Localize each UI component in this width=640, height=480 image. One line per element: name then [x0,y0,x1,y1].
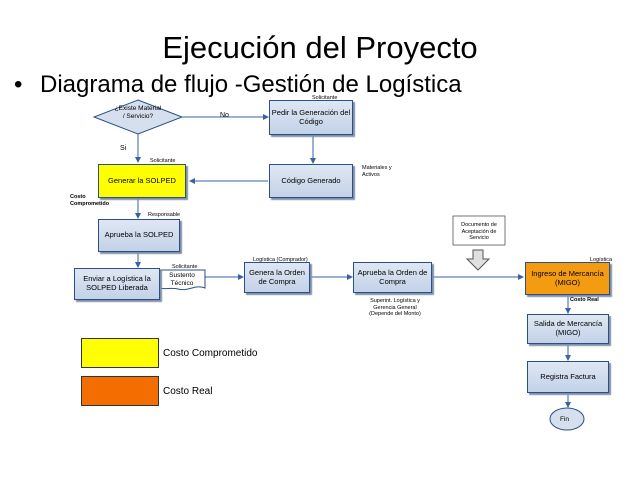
si-label: Si [120,145,127,152]
aprueba-orden-box: Aprueba la Orden de Compra [353,262,432,293]
logistica-label: Logística [590,257,613,263]
fin-text: Fin [560,416,570,423]
materiales-activos-label: Materiales y Activos [362,165,392,178]
slide-subtitle: • Diagrama de flujo -Gestión de Logística [14,71,462,99]
registra-factura-box: Registra Factura [527,361,609,393]
documento-aceptacion-text: Documento de Aceptación de Servicio [461,222,497,242]
slide-title: Ejecución del Proyecto [162,30,478,65]
sustento-document-shape [159,269,206,291]
document-down-arrow [465,249,491,271]
no-label: No [220,112,229,119]
enviar-logistica-box: Enviar a Logística la SOLPED Liberada [74,268,160,300]
documento-aceptacion-shape [452,215,506,246]
legend-label-costo-comprometido: Costo Comprometido [163,348,258,359]
subtitle-text: Diagrama de flujo -Gestión de Logística [40,71,462,98]
salida-mercancia-box: Salida de Mercancía (MIGO) [527,314,609,344]
bullet-icon: • [14,71,23,98]
fin-ellipse [549,407,585,431]
generar-solped-box: Generar la SOLPED [98,164,186,198]
aprueba-solped-box: Aprueba la SOLPED [98,219,180,252]
costo-comprometido-note: Costo Comprometido [70,194,110,207]
solicitante-top-label: Solicitante [312,95,338,101]
sustento-tecnico-text: Sustento Técnico [169,272,195,287]
pedir-codigo-box: Pedir la Generación del Código [269,100,353,135]
solicitante-low-label: Solicitante [172,264,198,270]
responsable-label: Responsable [148,212,181,218]
logistica-comprador-label: Logística (Comprador) [253,257,308,263]
solicitante-mid-label: Solicitante [150,158,176,164]
ingreso-mercancia-box: Ingreso de Mercancía (MIGO) [525,262,610,295]
genera-orden-box: Genera la Orden de Compra [244,262,310,293]
costo-real-note: Costo Real [570,297,599,303]
legend-swatch-costo-comprometido [81,338,159,368]
superint-note: Superint. Logística y Gerencia General (… [369,298,421,318]
legend-label-costo-real: Costo Real [163,386,213,397]
codigo-generado-box: Código Generado [269,164,353,198]
decision-text: ¿Existe Material / Servicio? [114,105,162,120]
legend-swatch-costo-real [81,376,159,406]
